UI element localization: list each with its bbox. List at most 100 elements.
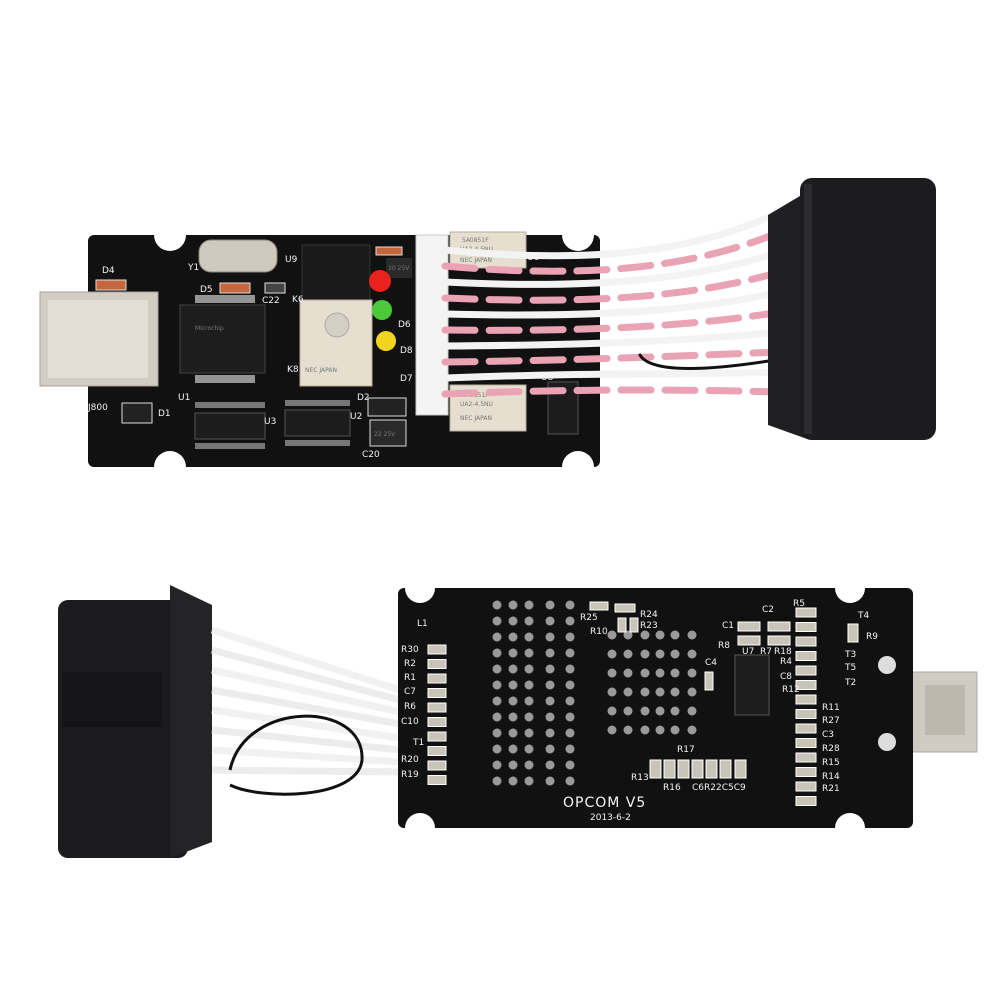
solder-pad (565, 680, 575, 690)
solder-pad (687, 687, 697, 697)
smd-component (795, 694, 817, 705)
solder-pad (640, 630, 650, 640)
crystal-y1 (198, 239, 278, 273)
solder-pad (640, 649, 650, 659)
silkscreen-label-c8: C8 (780, 672, 792, 682)
solder-pad (524, 728, 534, 738)
solder-pad (565, 760, 575, 770)
solder-pad (565, 728, 575, 738)
smd-component (795, 665, 817, 676)
solder-pad (524, 712, 534, 722)
smd-component (795, 636, 817, 647)
capacitor-small: 10 25V (386, 258, 412, 278)
solder-pad (670, 687, 680, 697)
board-date: 2013-6-2 (590, 813, 631, 823)
solder-pad (508, 600, 518, 610)
led-yellow (376, 331, 396, 351)
smd-component (719, 759, 732, 779)
top-ribbon-cable (441, 208, 784, 398)
smd-component (427, 688, 447, 698)
solder-pad (687, 668, 697, 678)
smd-component (589, 601, 609, 611)
smd-component (737, 621, 761, 632)
solder-pad (524, 600, 534, 610)
solder-pad (640, 706, 650, 716)
solder-pad (623, 725, 633, 735)
smd-component (427, 702, 447, 713)
solder-pad (607, 725, 617, 735)
solder-pad (607, 630, 617, 640)
smd-component (691, 759, 704, 779)
smd-component (795, 651, 817, 661)
smd-component (767, 635, 791, 646)
smd-component (427, 659, 447, 669)
solder-pads (492, 600, 697, 786)
solder-pad (508, 712, 518, 722)
svg-text:D4: D4 (102, 266, 115, 276)
solder-pad (545, 776, 555, 786)
solder-pad (492, 616, 502, 626)
smd-component (427, 717, 447, 727)
solder-pad (623, 706, 633, 716)
solder-pad (508, 760, 518, 770)
solder-pad (545, 616, 555, 626)
solder-pad (623, 649, 633, 659)
svg-text:D2: D2 (357, 393, 370, 403)
solder-pad (687, 725, 697, 735)
solder-pad (565, 664, 575, 674)
solder-pad (655, 706, 665, 716)
silkscreen-label-t5: T5 (844, 663, 856, 673)
silkscreen-label-c1: C1 (722, 621, 734, 631)
smd-component (427, 673, 447, 684)
silkscreen-label-c2: C2 (762, 605, 774, 615)
solder-pad (545, 744, 555, 754)
svg-text:C22: C22 (262, 296, 280, 306)
svg-text:5A0851F: 5A0851F (462, 237, 489, 244)
silkscreen-label-r27: R27 (822, 716, 840, 726)
solder-pad (565, 696, 575, 706)
svg-text:K6: K6 (292, 295, 304, 305)
solder-pad (670, 649, 680, 659)
smd-component (677, 759, 690, 779)
microcontroller-u1: Microchip (179, 304, 266, 374)
solder-pad (623, 687, 633, 697)
solder-pad (565, 712, 575, 722)
silkscreen-label-r11: R11 (822, 703, 840, 713)
solder-pad (655, 668, 665, 678)
silkscreen-label-r28: R28 (822, 744, 840, 754)
smd-component (734, 759, 747, 779)
smd-component (427, 760, 447, 771)
solder-pad (607, 649, 617, 659)
solder-pad (565, 632, 575, 642)
solder-pad (687, 649, 697, 659)
solder-pad (524, 632, 534, 642)
solder-pad (565, 648, 575, 658)
silkscreen-label-r14: R14 (822, 772, 840, 782)
svg-text:NEC JAPAN: NEC JAPAN (460, 257, 492, 264)
solder-pad (655, 725, 665, 735)
svg-text:NEC JAPAN: NEC JAPAN (305, 367, 337, 374)
solder-pad (623, 668, 633, 678)
smd-component (795, 723, 817, 734)
solder-pad (565, 616, 575, 626)
solder-pad (492, 744, 502, 754)
solder-pad (640, 687, 650, 697)
silkscreen-label-r13: R13 (631, 773, 649, 783)
silkscreen-label-r17: R17 (677, 745, 695, 755)
svg-text:U3: U3 (264, 417, 276, 427)
silkscreen-label-r1: R1 (404, 673, 416, 683)
smd-component (705, 759, 718, 779)
silkscreen-label-r15: R15 (822, 758, 840, 768)
silkscreen-label-r4: R4 (780, 657, 792, 667)
bottom-pcb: OPCOM V5 2013-6-2 L1R30R2R1C7R6C10T1R20R… (398, 573, 913, 843)
solder-pad (545, 648, 555, 658)
solder-pad (492, 648, 502, 658)
solder-pad (508, 632, 518, 642)
smd-component (795, 767, 817, 777)
solder-pad (640, 668, 650, 678)
svg-text:Microchip: Microchip (195, 325, 224, 332)
solder-pad (687, 706, 697, 716)
smd-component (795, 709, 817, 719)
smd-component (767, 621, 791, 632)
solder-pad (607, 706, 617, 716)
